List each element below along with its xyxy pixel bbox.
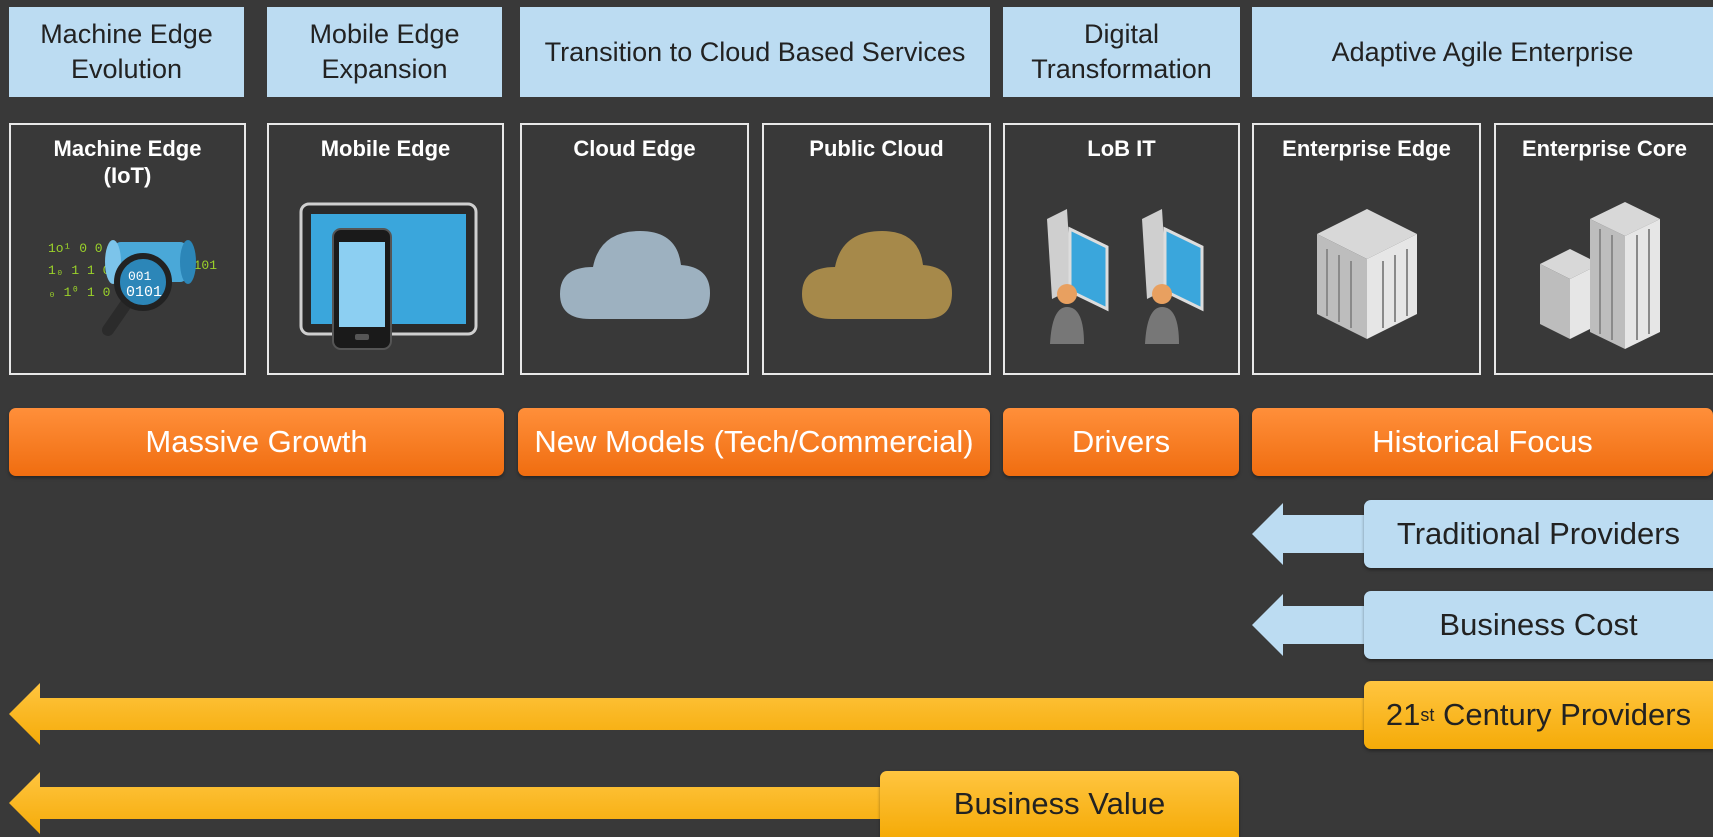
traditional-providers-arrow <box>1252 503 1372 565</box>
tile-label: Public Cloud <box>809 136 944 161</box>
header-adaptive-agile-enterprise: Adaptive Agile Enterprise <box>1252 7 1713 97</box>
svg-text:1o¹ 0 0: 1o¹ 0 0 <box>48 241 103 256</box>
band-massive-growth: Massive Growth <box>9 408 504 476</box>
svg-text:₀ 1⁰ 1 0: ₀ 1⁰ 1 0 <box>48 285 110 300</box>
svg-text:001: 001 <box>128 269 152 284</box>
header-mobile-edge-expansion: Mobile Edge Expansion <box>267 7 502 97</box>
traditional-providers-label: Traditional Providers <box>1364 500 1713 568</box>
svg-text:0101: 0101 <box>126 284 162 301</box>
tile-label: Mobile Edge <box>320 136 451 161</box>
band-historical-focus: Historical Focus <box>1252 408 1713 476</box>
tile-label: Machine Edge (IoT) <box>53 136 202 188</box>
header-cloud-transition: Transition to Cloud Based Services <box>520 7 990 97</box>
header-machine-edge-evolution: Machine Edge Evolution <box>9 7 244 97</box>
svg-text:1₀ 1 1 0: 1₀ 1 1 0 <box>48 263 110 278</box>
business-cost-arrow <box>1252 594 1372 656</box>
band-drivers: Drivers <box>1003 408 1239 476</box>
tile-public-cloud: Public Cloud <box>762 123 991 375</box>
band-new-models: New Models (Tech/Commercial) <box>518 408 990 476</box>
tile-label: Cloud Edge <box>573 136 696 161</box>
century-text: Century Providers <box>1434 697 1692 732</box>
century-number: 21 <box>1385 697 1421 732</box>
cloud-icon <box>764 185 989 363</box>
iot-data-pipe-icon: 1o¹ 0 0 1₀ 1 1 0 ₀ 1⁰ 1 0 01101 001 0101 <box>11 200 244 363</box>
century-ordinal: st <box>1420 704 1435 725</box>
tile-enterprise-core: Enterprise Core <box>1494 123 1713 375</box>
century-providers-arrow <box>9 683 1374 745</box>
tablet-phone-icon <box>269 185 502 363</box>
workstation-users-icon <box>1005 185 1238 363</box>
cloud-icon <box>522 185 747 363</box>
tile-label: Enterprise Edge <box>1282 136 1451 161</box>
tile-lob-it: LoB IT <box>1003 123 1240 375</box>
header-digital-transformation: Digital Transformation <box>1003 7 1240 97</box>
office-building-icon <box>1254 185 1479 363</box>
business-value-label: Business Value <box>880 771 1239 837</box>
tile-machine-edge: Machine Edge (IoT) 1o¹ 0 0 1₀ 1 1 0 ₀ 1⁰… <box>9 123 246 375</box>
tile-cloud-edge: Cloud Edge <box>520 123 749 375</box>
tile-enterprise-edge: Enterprise Edge <box>1252 123 1481 375</box>
office-buildings-icon <box>1496 185 1713 363</box>
tile-mobile-edge: Mobile Edge <box>267 123 504 375</box>
business-cost-label: Business Cost <box>1364 591 1713 659</box>
tile-label: LoB IT <box>1087 136 1156 161</box>
tile-label: Enterprise Core <box>1521 136 1688 161</box>
business-value-arrow <box>9 772 889 834</box>
